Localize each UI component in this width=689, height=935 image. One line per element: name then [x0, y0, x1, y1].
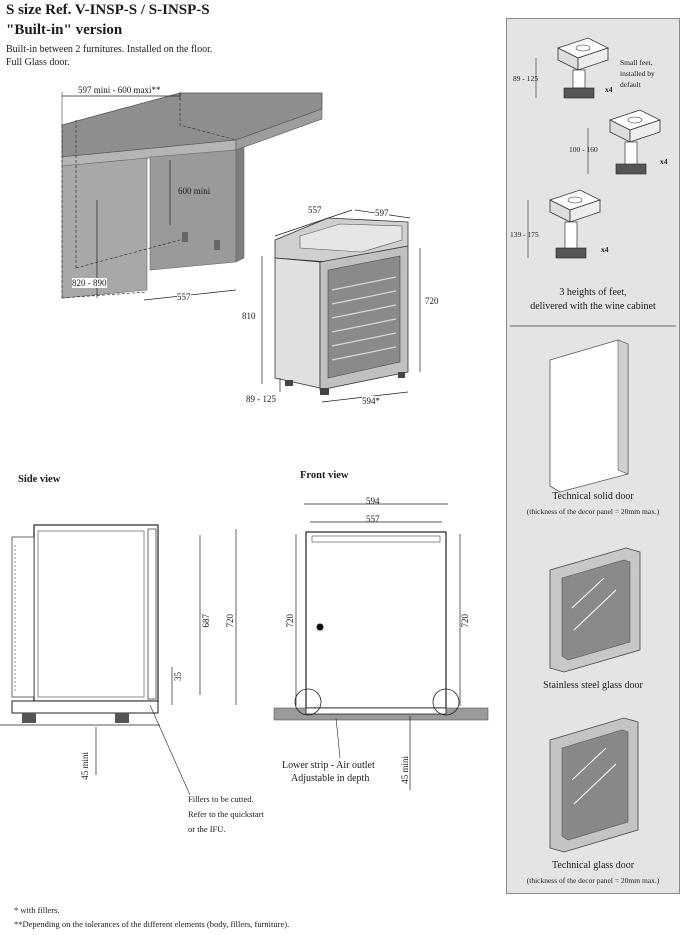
solid-door-drawing [549, 339, 629, 493]
door3-label: Technical glass door [551, 860, 635, 871]
foot1-note-3: default [620, 80, 641, 89]
left-furniture-panel [61, 157, 148, 299]
door1-note: (thickness of the decor panel = 20mm max… [526, 507, 660, 516]
side-dim-35: 35 [173, 672, 183, 681]
dim-niche-depth: 557 [177, 292, 191, 302]
cabinet-side [274, 257, 321, 389]
cabinet-glass [327, 255, 401, 379]
dim-cabinet-width: 594* [362, 396, 380, 406]
lower-strip-note-2: Adjustable in depth [291, 773, 370, 784]
front-view-title: Front view [300, 470, 349, 481]
front-view-drawing [273, 503, 489, 790]
side-view-title: Side view [18, 474, 61, 485]
fillers-note-3: or the IFU. [188, 824, 226, 834]
front-dim-45: 45 mini [400, 756, 410, 784]
dim-cabinet-top-depth: 597 [375, 208, 389, 218]
front-dim-720-right: 720 [460, 614, 470, 628]
front-dim-557: 557 [366, 514, 380, 524]
front-dim-720-left: 720 [285, 614, 295, 628]
description-line-2: Full Glass door. [6, 57, 70, 68]
side-view-drawing [0, 524, 237, 795]
page-title: S size Ref. V-INSP-S / S-INSP-S [6, 2, 210, 18]
foot1-note-2: installed by [620, 69, 655, 78]
fillers-note-2: Refer to the quickstart [188, 809, 264, 819]
perspective-installation-drawing [61, 92, 421, 403]
dim-cabinet-top-width: 557 [308, 205, 322, 215]
technical-glass-door-drawing [549, 717, 639, 853]
dim-cabinet-height-total: 810 [242, 311, 256, 321]
fillers-note-1: Fillers to be cutted. [188, 794, 254, 804]
footnote-fillers: * with fillers. [14, 905, 60, 915]
stainless-glass-door-drawing [549, 547, 641, 673]
dim-cabinet-feet: 89 - 125 [246, 394, 276, 404]
foot3-range: 139 - 175 [510, 230, 539, 239]
foot2-range: 100 - 160 [569, 145, 598, 154]
right-furniture-panel [149, 149, 237, 271]
door1-label: Technical solid door [552, 491, 634, 502]
foot3-count: x4 [601, 245, 609, 254]
side-dim-687: 687 [201, 614, 211, 628]
dim-niche-height: 600 mini [178, 186, 211, 196]
feet-caption-1: 3 heights of feet, [559, 287, 627, 298]
small-foot-drawing [535, 37, 610, 99]
footnote-tolerances: **Depending on the tolerances of the dif… [14, 919, 290, 929]
lower-strip-note-1: Lower strip - Air outlet [282, 760, 375, 771]
description-line-1: Built-in between 2 furnitures. Installed… [6, 44, 213, 55]
foot2-count: x4 [660, 157, 668, 166]
wine-racks [331, 276, 397, 361]
medium-foot-drawing [587, 109, 662, 175]
side-dim-45: 45 mini [80, 752, 90, 780]
dim-cabinet-height: 720 [425, 296, 439, 306]
front-dim-594: 594 [366, 496, 380, 506]
dim-niche-depth-range: 820 - 890 [72, 278, 107, 288]
accessories-drawings [510, 37, 676, 853]
foot1-count: x4 [605, 85, 613, 94]
foot1-range: 89 - 125 [513, 74, 538, 83]
door2-label: Stainless steel glass door [543, 680, 643, 691]
door3-note: (thickness of the decor panel = 20mm max… [526, 876, 660, 885]
tall-foot-drawing [527, 189, 602, 259]
side-dim-720: 720 [225, 614, 235, 628]
feet-caption-2: delivered with the wine cabinet [530, 301, 656, 312]
foot1-note-1: Small feet, [620, 58, 653, 67]
dim-niche-width: 597 mini - 600 maxi** [78, 85, 161, 95]
version-subtitle: "Built-in" version [6, 22, 123, 38]
